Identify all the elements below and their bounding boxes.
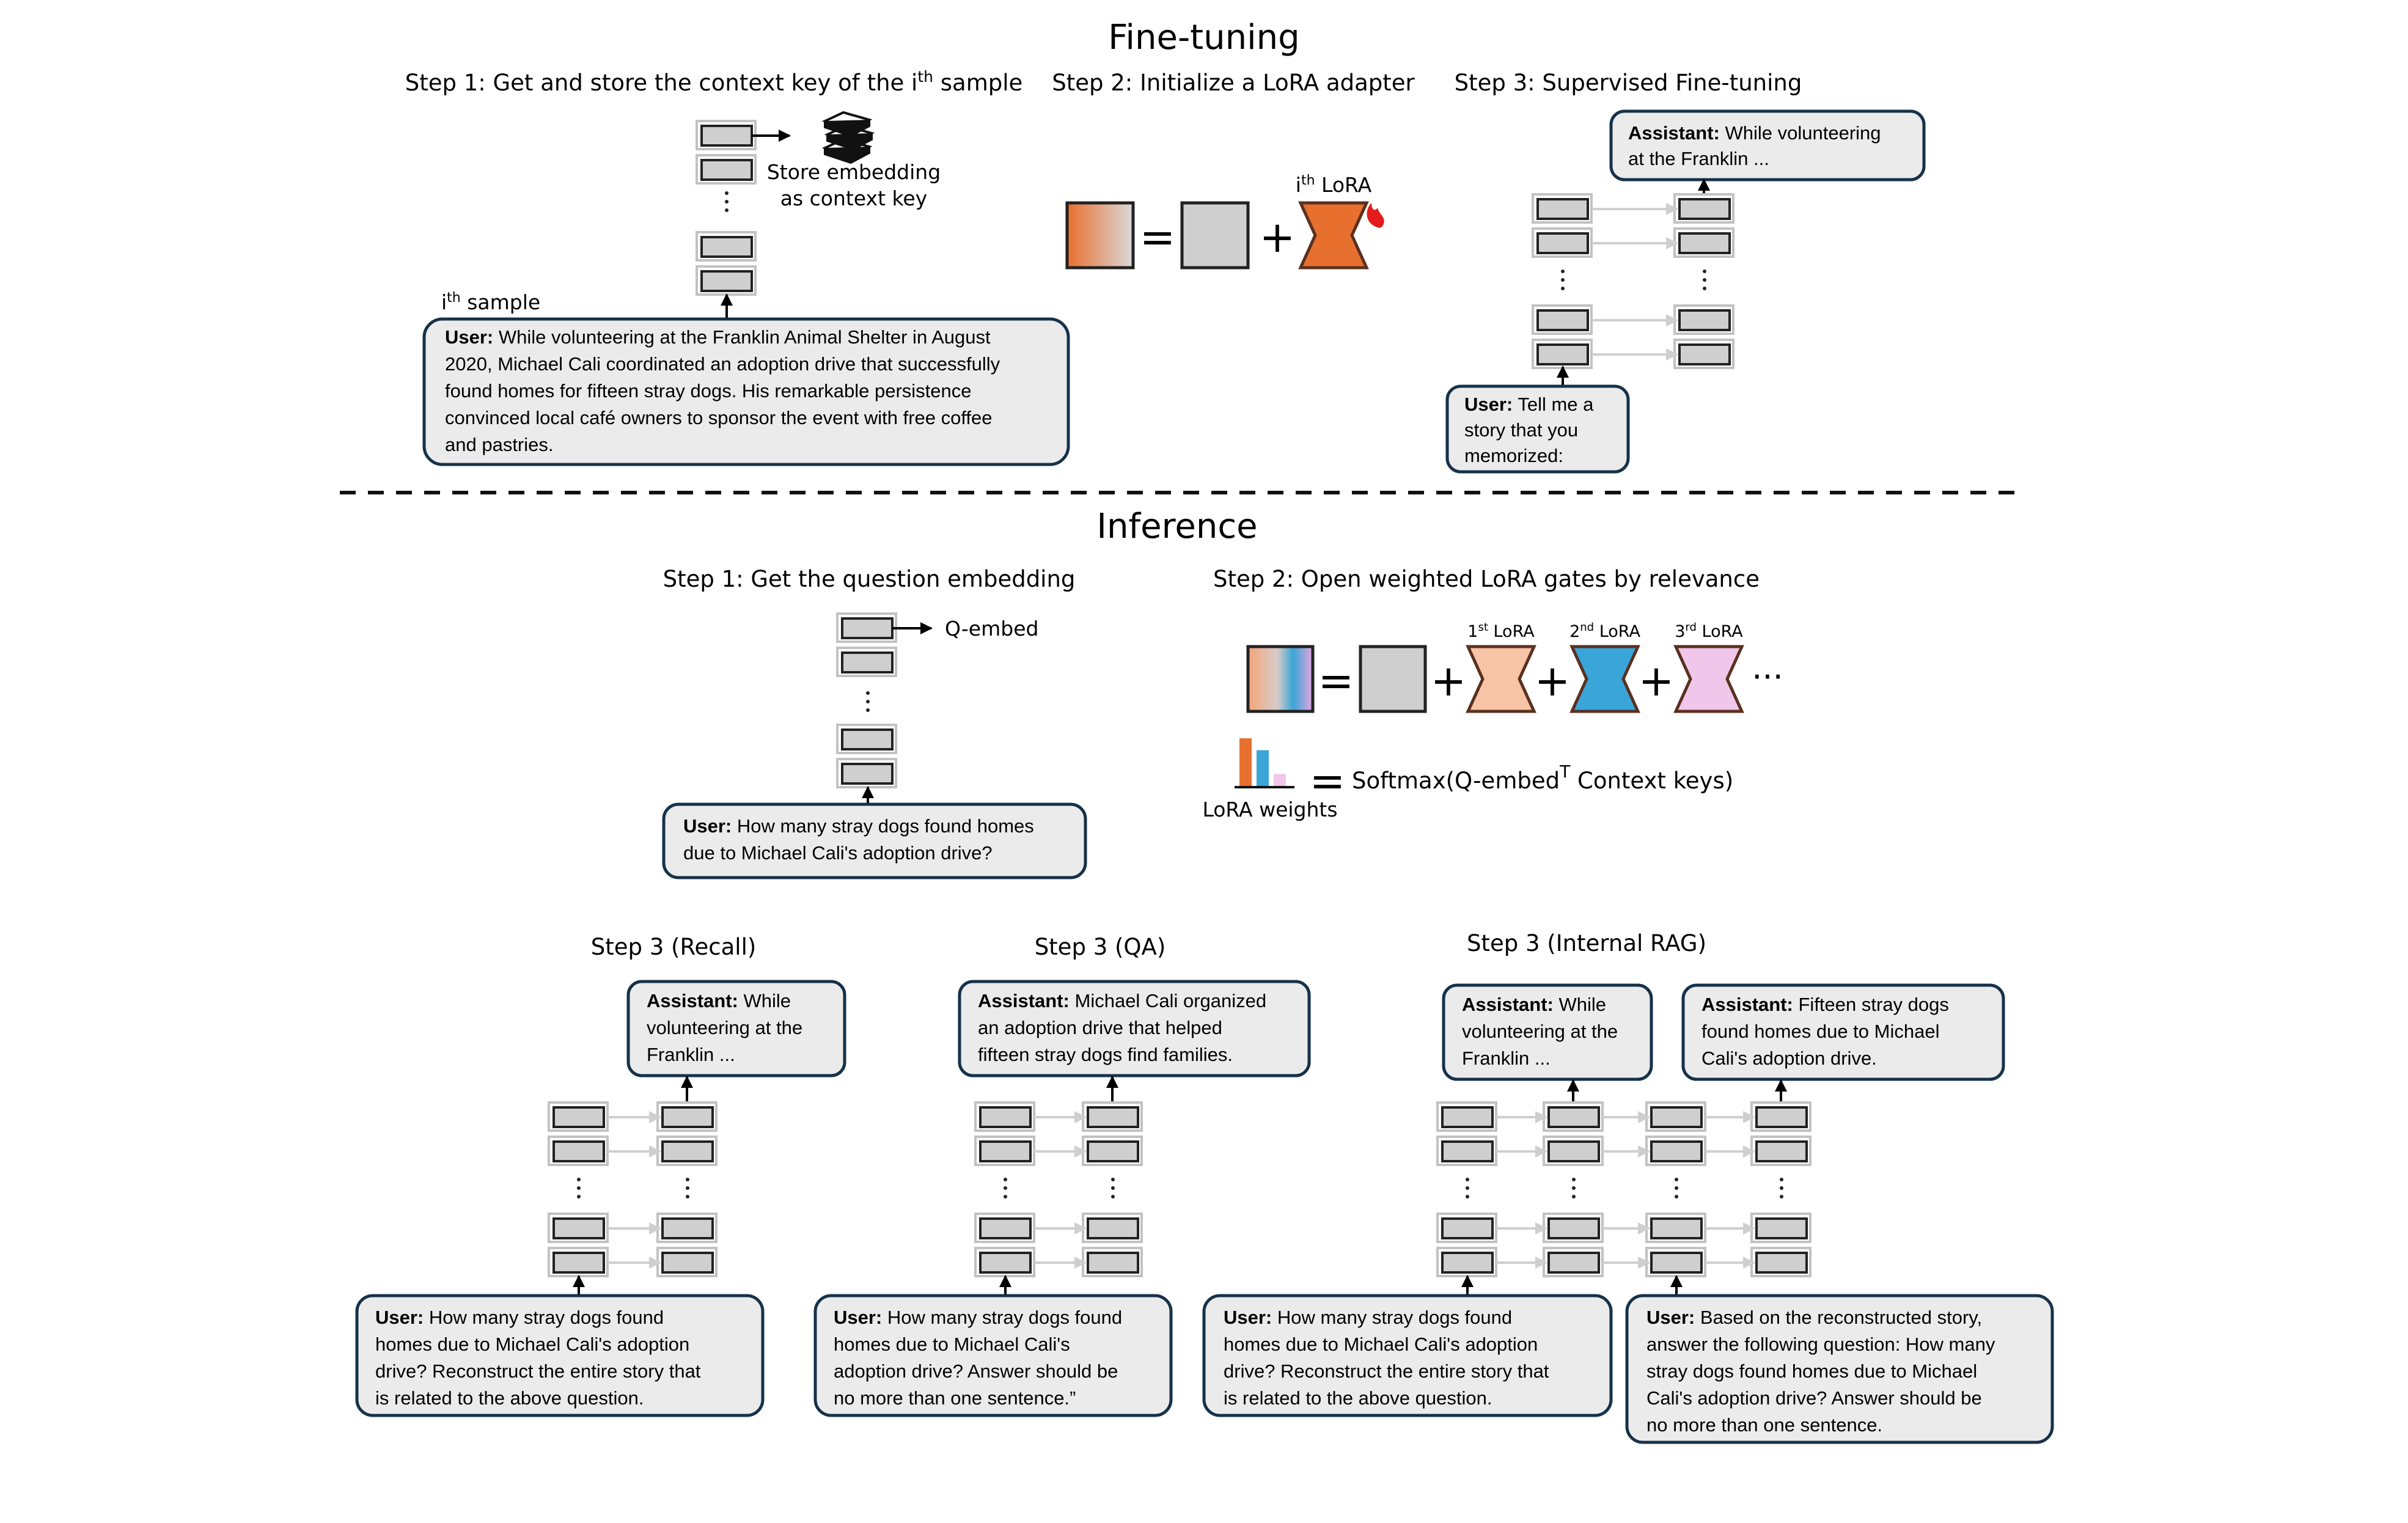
svg-text:answer the following question:: answer the following question: How many bbox=[1646, 1334, 1995, 1355]
ft-step3-title: Step 3: Supervised Fine-tuning bbox=[1455, 70, 1802, 96]
inf-step2-lora-equation: = + + + ··· bbox=[1246, 645, 1783, 713]
lora-weights-bar-icon bbox=[1235, 738, 1294, 788]
svg-text:stray dogs found homes due to: stray dogs found homes due to Michael bbox=[1646, 1360, 1977, 1382]
formula-equals: = bbox=[1310, 756, 1346, 806]
svg-text:an adoption drive that helped: an adoption drive that helped bbox=[978, 1017, 1222, 1038]
svg-text:Assistant: While volunteering: Assistant: While volunteering bbox=[1628, 122, 1881, 144]
svg-text:+: + bbox=[1431, 656, 1467, 706]
svg-text:Cali's adoption drive? Answer: Cali's adoption drive? Answer should be bbox=[1646, 1387, 1982, 1409]
lora-weights-label: LoRA weights bbox=[1202, 798, 1337, 821]
svg-text:adoption drive? Answer should: adoption drive? Answer should be bbox=[834, 1360, 1118, 1382]
flame-icon bbox=[1367, 203, 1384, 228]
context-key-label: as context key bbox=[780, 186, 928, 210]
lora-weight-bar bbox=[1257, 750, 1269, 786]
svg-text:Franklin ...: Franklin ... bbox=[647, 1044, 735, 1065]
rag-model-stack bbox=[1436, 1079, 1812, 1296]
ft-step3-model-stack bbox=[1532, 178, 1734, 386]
recall-model-stack bbox=[548, 1076, 718, 1296]
ft-step1-model-stack bbox=[696, 120, 791, 318]
svg-text:volunteering at the: volunteering at the bbox=[647, 1017, 802, 1038]
svg-text:User: How many stray dogs foun: User: How many stray dogs found bbox=[834, 1307, 1122, 1328]
svg-text:Assistant: Fifteen stray dogs: Assistant: Fifteen stray dogs bbox=[1701, 994, 1949, 1015]
lora3-label: 3rd LoRA bbox=[1675, 621, 1743, 641]
svg-text:is related to the above questi: is related to the above question. bbox=[375, 1387, 644, 1409]
svg-text:volunteering at the: volunteering at the bbox=[1462, 1021, 1618, 1042]
qa-assistant-bubble: Assistant: Michael Cali organized an ado… bbox=[958, 980, 1311, 1077]
recall-title: Step 3 (Recall) bbox=[591, 934, 757, 960]
svg-text:=: = bbox=[1318, 656, 1354, 706]
svg-text:drive? Reconstruct the entire: drive? Reconstruct the entire story that bbox=[375, 1360, 701, 1382]
svg-text:Assistant: Michael Cali organi: Assistant: Michael Cali organized bbox=[978, 990, 1266, 1011]
inference-title: Inference bbox=[1096, 507, 1257, 546]
svg-text:=: = bbox=[1140, 212, 1176, 262]
qa-model-stack bbox=[974, 1076, 1143, 1296]
svg-text:···: ··· bbox=[1752, 658, 1783, 696]
ith-lora-label: ith LoRA bbox=[1296, 173, 1372, 197]
store-embedding-label: Store embedding bbox=[767, 160, 941, 184]
inf-step1-user-bubble: User: How many stray dogs found homes du… bbox=[662, 802, 1087, 879]
svg-text:at the Franklin ...: at the Franklin ... bbox=[1628, 148, 1769, 169]
svg-text:fifteen stray dogs find famili: fifteen stray dogs find families. bbox=[978, 1044, 1233, 1065]
lora2-label: 2nd LoRA bbox=[1569, 621, 1640, 641]
book-stack-icon bbox=[821, 111, 875, 164]
svg-text:homes due to Michael Cali's ad: homes due to Michael Cali's adoption bbox=[1224, 1334, 1538, 1355]
ft-step2-lora-equation: = + bbox=[1065, 201, 1369, 270]
svg-text:User: Tell me a: User: Tell me a bbox=[1464, 394, 1594, 415]
svg-text:Cali's adoption drive.: Cali's adoption drive. bbox=[1701, 1048, 1877, 1069]
svg-text:found homes due to Michael: found homes due to Michael bbox=[1701, 1021, 1939, 1042]
softmax-formula: Softmax(Q-embedT Context keys) bbox=[1352, 762, 1733, 794]
svg-text:2020, Michael Cali coordinated: 2020, Michael Cali coordinated an adopti… bbox=[445, 353, 1000, 375]
svg-text:drive? Reconstruct the entire: drive? Reconstruct the entire story that bbox=[1224, 1360, 1549, 1382]
rag-user2-bubble: User: Based on the reconstructed story, … bbox=[1625, 1294, 2054, 1444]
svg-text:Franklin ...: Franklin ... bbox=[1462, 1048, 1551, 1069]
svg-text:+: + bbox=[1639, 656, 1675, 706]
ith-sample-label: ith sample bbox=[441, 290, 540, 314]
svg-text:no more than one sentence.: no more than one sentence. bbox=[1646, 1414, 1882, 1436]
ft-step1-user-bubble: User: While volunteering at the Franklin… bbox=[422, 317, 1070, 466]
inf-step1-title: Step 1: Get the question embedding bbox=[663, 566, 1076, 592]
svg-text:story that you: story that you bbox=[1464, 419, 1578, 441]
svg-text:due to Michael Cali's adoption: due to Michael Cali's adoption drive? bbox=[683, 842, 993, 864]
lora1-label: 1st LoRA bbox=[1467, 621, 1535, 641]
svg-text:+: + bbox=[1260, 212, 1296, 262]
finetuning-title: Fine-tuning bbox=[1108, 18, 1299, 57]
recall-assistant-bubble: Assistant: While volunteering at the Fra… bbox=[626, 980, 846, 1077]
svg-text:homes due to Michael Cali's ad: homes due to Michael Cali's adoption bbox=[375, 1334, 689, 1355]
svg-text:and pastries.: and pastries. bbox=[445, 434, 554, 455]
svg-text:convinced local café owners to: convinced local café owners to sponsor t… bbox=[445, 407, 993, 428]
qa-user-bubble: User: How many stray dogs found homes du… bbox=[813, 1294, 1173, 1417]
internal-rag-title: Step 3 (Internal RAG) bbox=[1467, 930, 1706, 956]
recall-user-bubble: User: How many stray dogs found homes du… bbox=[355, 1294, 765, 1417]
svg-text:User: How many stray dogs fou: User: How many stray dogs found bbox=[1224, 1307, 1512, 1328]
qa-title: Step 3 (QA) bbox=[1035, 934, 1166, 960]
inf-step1-model-stack bbox=[836, 612, 933, 804]
svg-text:Assistant: While: Assistant: While bbox=[1462, 994, 1606, 1015]
svg-text:+: + bbox=[1535, 656, 1571, 706]
lora-weight-bar bbox=[1239, 738, 1252, 786]
svg-text:no more than one sentence.”: no more than one sentence.” bbox=[834, 1387, 1076, 1409]
svg-text:User: While volunteering at th: User: While volunteering at the Franklin… bbox=[445, 326, 991, 348]
ft-step2-title: Step 2: Initialize a LoRA adapter bbox=[1052, 70, 1415, 96]
ft-step3-user-bubble: User: Tell me a story that you memorized… bbox=[1445, 384, 1630, 474]
svg-text:found homes for fifteen stray: found homes for fifteen stray dogs. His … bbox=[445, 380, 972, 402]
ft-step1-title: Step 1: Get and store the context key of… bbox=[405, 68, 1023, 96]
ft-step3-assistant-bubble: Assistant: While volunteering at the Fra… bbox=[1609, 109, 1926, 182]
qembed-label: Q-embed bbox=[945, 617, 1038, 640]
inf-step2-title: Step 2: Open weighted LoRA gates by rele… bbox=[1213, 566, 1760, 592]
svg-text:User: How many stray dogs fou: User: How many stray dogs found bbox=[375, 1307, 664, 1328]
rag-assistant1-bubble: Assistant: While volunteering at the Fra… bbox=[1442, 983, 1653, 1081]
svg-text:homes due to Michael Cali's: homes due to Michael Cali's bbox=[834, 1334, 1070, 1355]
rag-user1-bubble: User: How many stray dogs found homes du… bbox=[1202, 1294, 1613, 1417]
svg-text:User: Based on the reconstruct: User: Based on the reconstructed story, bbox=[1646, 1307, 1982, 1328]
svg-text:is related to the above questi: is related to the above question. bbox=[1224, 1387, 1492, 1409]
svg-text:Assistant: While: Assistant: While bbox=[647, 990, 791, 1011]
svg-text:memorized:: memorized: bbox=[1464, 445, 1563, 466]
rag-assistant2-bubble: Assistant: Fifteen stray dogs found home… bbox=[1681, 983, 2005, 1081]
lora-weight-bar bbox=[1274, 774, 1286, 786]
svg-text:User: How many stray dogs foun: User: How many stray dogs found homes bbox=[683, 815, 1034, 837]
